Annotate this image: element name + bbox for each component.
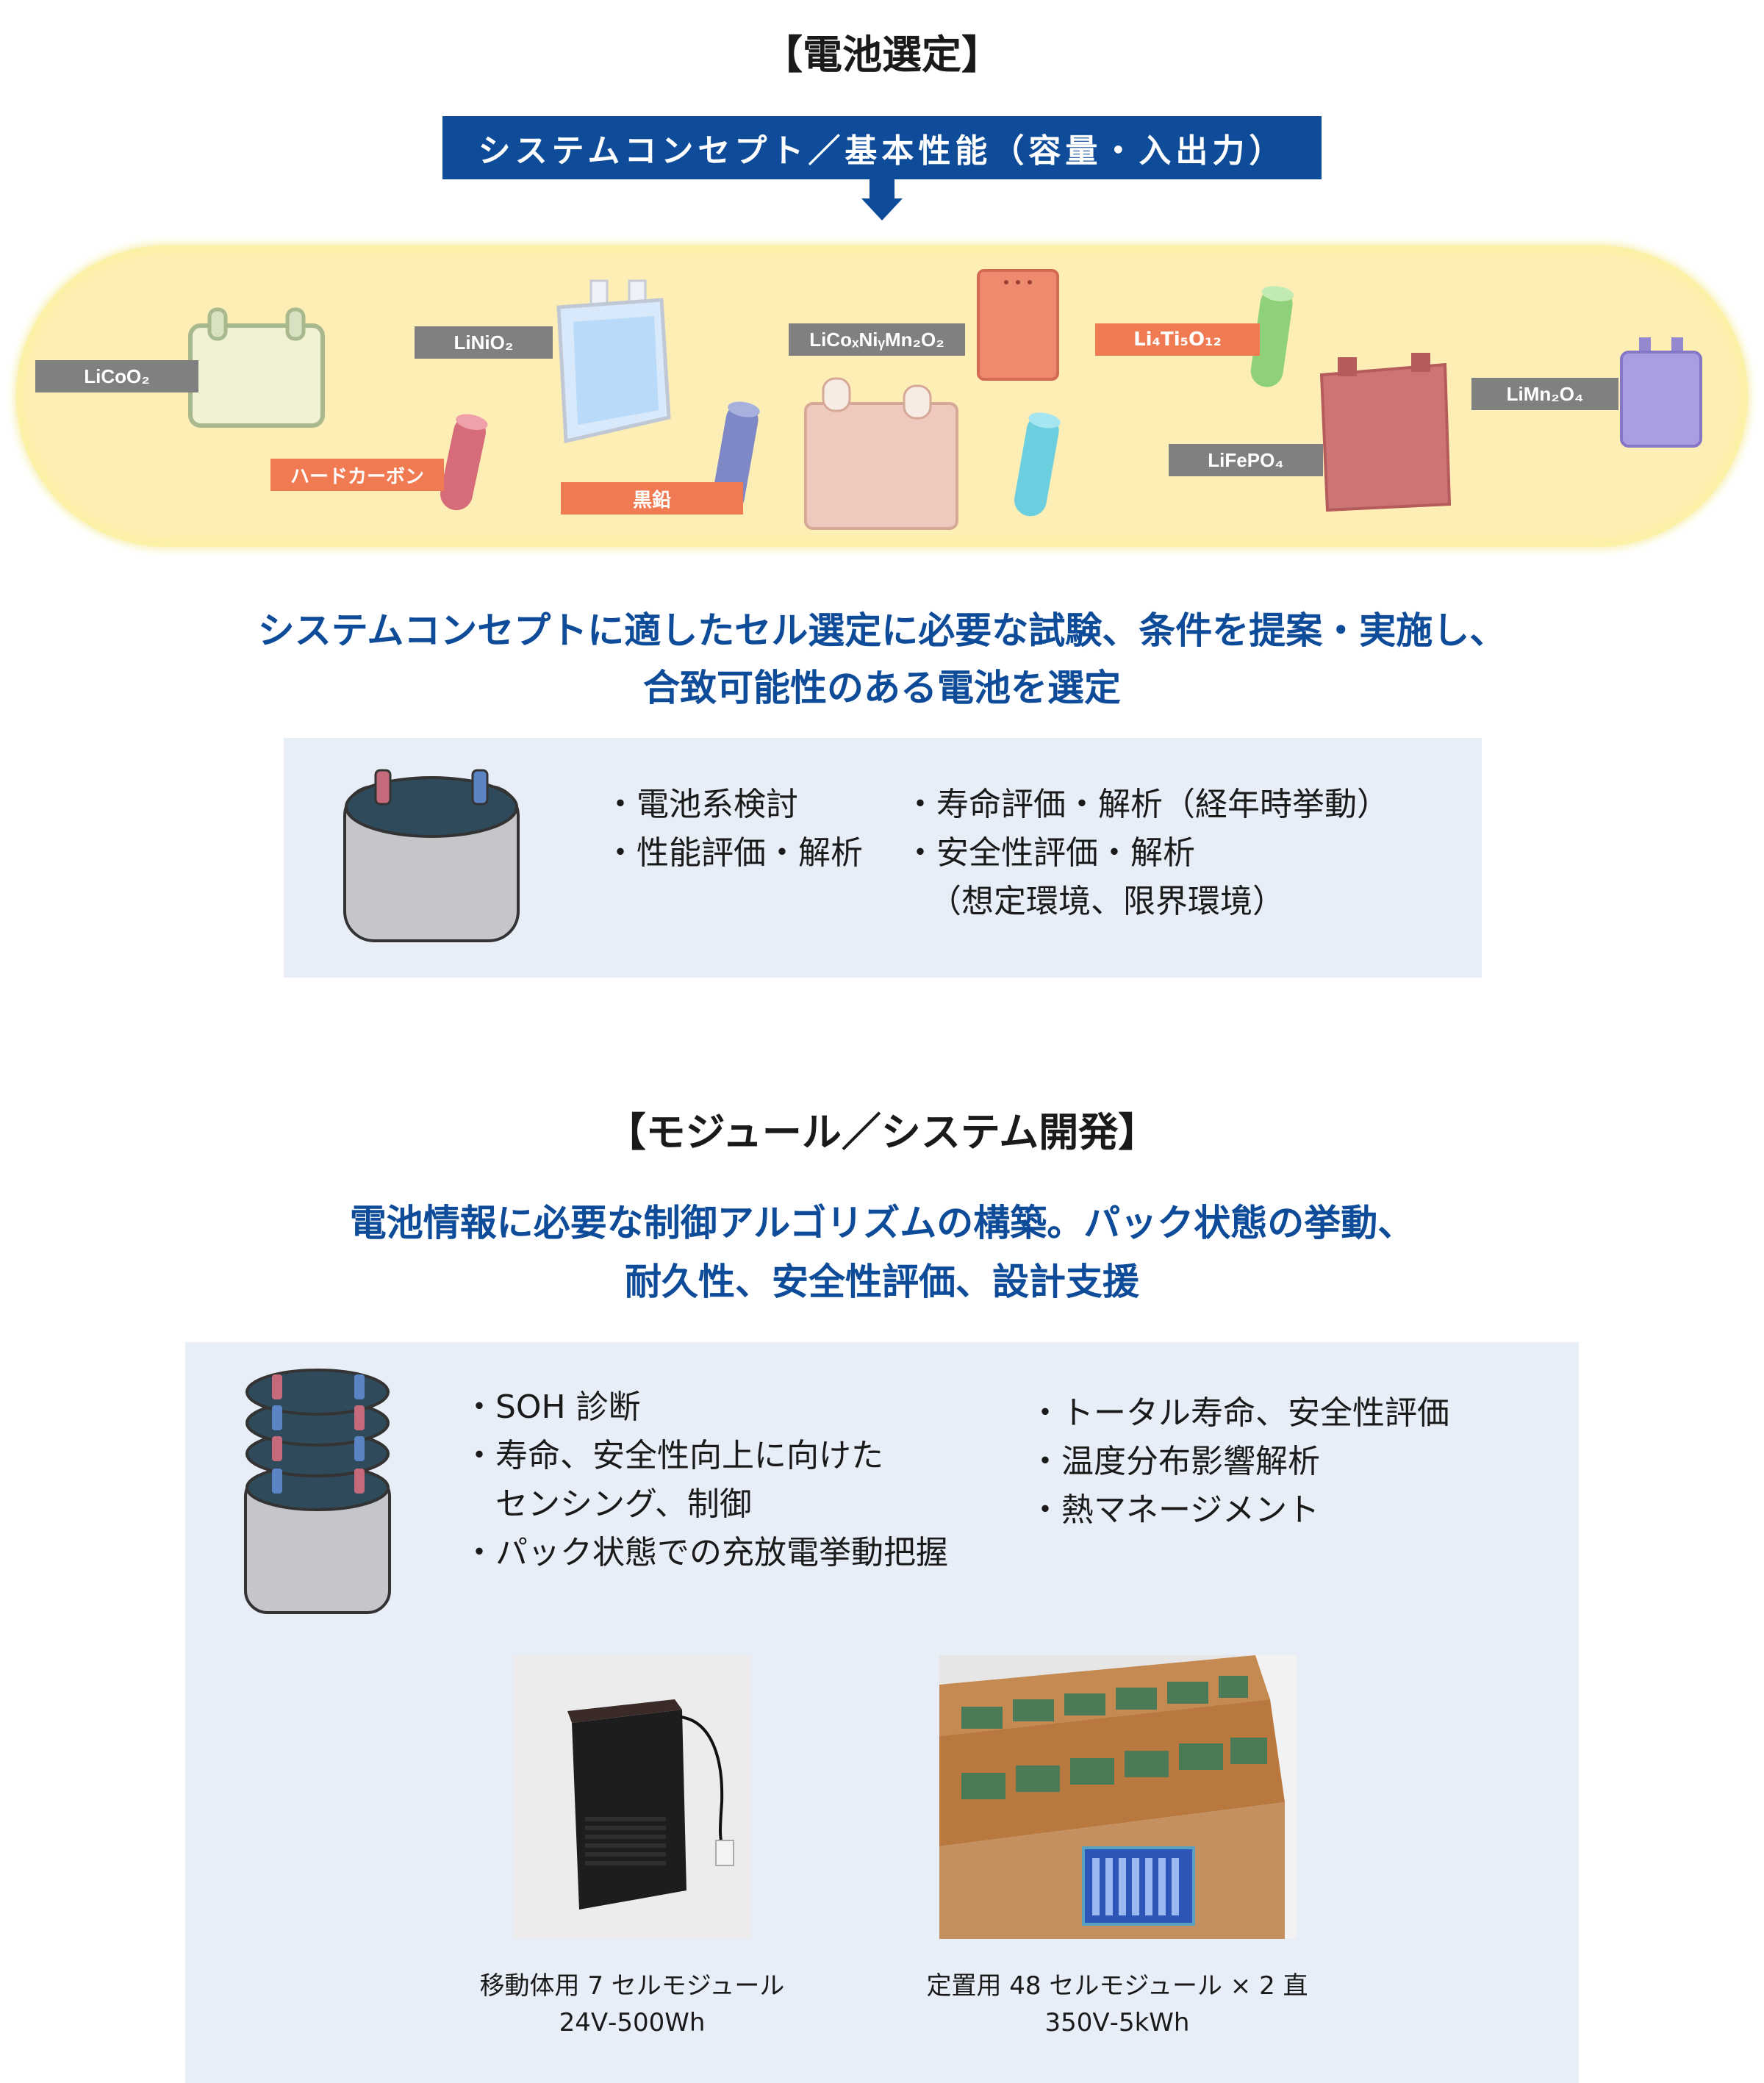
section-title-module-system: 【モジュール／システム開発】 <box>606 1109 1158 1155</box>
stationary-48cell-module-photo <box>939 1655 1297 1939</box>
cyan-cylinder-illustration <box>1014 412 1061 517</box>
module-bullet-total-life: ・トータル寿命、安全性評価 <box>1029 1394 1449 1432</box>
material-label-lmo: LiMn₂O₄ <box>1471 378 1618 410</box>
hard-carbon-cylinder-illustration <box>440 414 488 511</box>
cell-selection-lead-line2: 合致可能性のある電池を選定 <box>643 667 1121 709</box>
caption-mobile-module-title: 移動体用 7 セルモジュール <box>479 1971 785 2001</box>
material-label-graphite: 黒鉛 <box>561 482 743 515</box>
down-arrow-icon <box>861 198 903 221</box>
ncm-pouch-cell-illustration <box>977 269 1059 381</box>
material-label-linio2: LiNiO₂ <box>415 326 553 359</box>
lto-cylinder-illustration <box>1250 286 1294 387</box>
system-concept-banner: システムコンセプト／基本性能（容量・入出力） <box>442 116 1322 179</box>
module-bullet-life-safety: ・寿命、安全性向上に向けた <box>463 1437 883 1474</box>
caption-stationary-module-title: 定置用 48 セルモジュール × 2 直 <box>926 1971 1308 2001</box>
stacked-cells-icon <box>244 1369 391 1614</box>
lmo-pouch-cell-illustration <box>1620 337 1702 448</box>
material-label-hard-carbon: ハードカーボン <box>270 459 444 491</box>
linio2-pouch-illustration <box>556 279 671 444</box>
cell-selection-lead-line1: システムコンセプトに適したセル選定に必要な試験、条件を提案・実施し、 <box>257 609 1507 652</box>
material-label-lto: Li₄Ti₅O₁₂ <box>1095 323 1260 356</box>
cell-bullet-performance: ・性能評価・解析 <box>604 834 863 872</box>
licoo2-cell-illustration <box>188 307 325 428</box>
ncm-prismatic-cell-illustration <box>804 377 958 530</box>
module-bullet-soh: ・SOH 診断 <box>463 1388 641 1426</box>
module-bullet-temperature: ・温度分布影響解析 <box>1029 1443 1320 1480</box>
single-cell-icon <box>343 769 520 942</box>
lfp-prismatic-cell-illustration <box>1319 353 1452 512</box>
module-bullet-pack-behavior: ・パック状態での充放電挙動把握 <box>463 1534 948 1571</box>
cell-bullet-life: ・寿命評価・解析（経年時挙動） <box>904 786 1389 823</box>
module-bullet-sensing: センシング、制御 <box>463 1485 752 1523</box>
caption-mobile-module-spec: 24Ⅴ-500Wh <box>559 2008 706 2037</box>
material-label-licoo2: LiCoO₂ <box>35 360 198 392</box>
mobile-7cell-module-photo <box>513 1655 751 1939</box>
module-panel <box>185 1342 1579 2083</box>
caption-stationary-module-spec: 350Ⅴ-5kWh <box>1044 2008 1190 2037</box>
cell-bullet-safety-conditions: （想定環境、限界環境） <box>929 883 1285 920</box>
module-lead-line1: 電池情報に必要な制御アルゴリズムの構築。パック状態の挙動、 <box>349 1202 1415 1244</box>
material-label-ncm: LiCoₓNiᵧMn₂O₂ <box>789 323 965 356</box>
cell-bullet-system-study: ・電池系検討 <box>604 786 798 823</box>
module-bullet-thermal: ・熱マネージメント <box>1029 1491 1320 1529</box>
module-lead-line2: 耐久性、安全性評価、設計支援 <box>625 1261 1139 1303</box>
section-title-cell-selection: 【電池選定】 <box>763 32 1001 78</box>
cell-bullet-safety: ・安全性評価・解析 <box>904 834 1195 872</box>
down-arrow-stem <box>870 179 894 200</box>
material-label-lfp: LiFePO₄ <box>1169 444 1323 476</box>
